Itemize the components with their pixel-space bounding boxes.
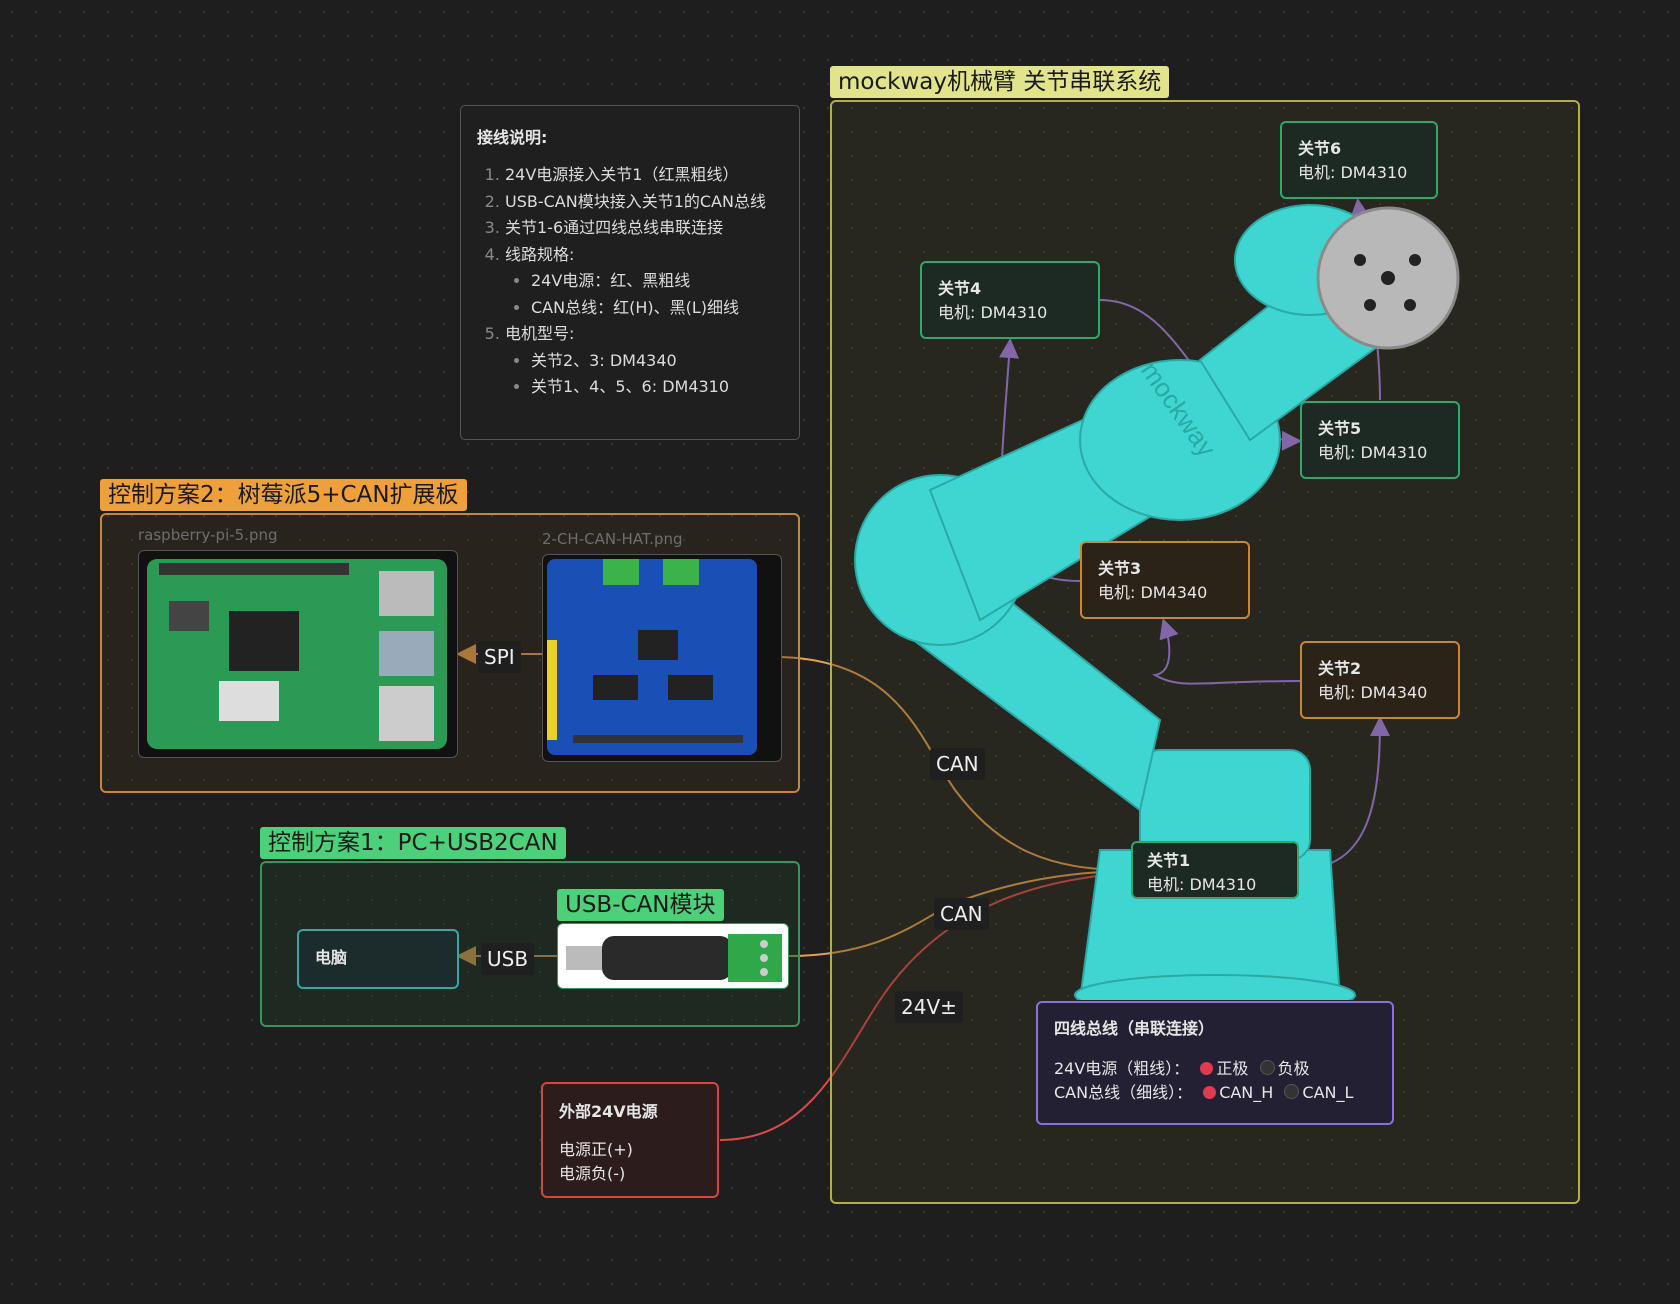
can-label-hat: CAN — [930, 748, 985, 780]
note-item: 关节1-6通过四线总线串联连接 — [505, 215, 783, 242]
joint-name: 关节5 — [1318, 419, 1362, 438]
note-item: USB-CAN模块接入关节1的CAN总线 — [505, 189, 783, 216]
note-item: 电机型号: 关节2、3: DM4340 关节1、4、5、6: DM4310 — [505, 321, 783, 401]
bus-title: 四线总线（串联连接） — [1054, 1019, 1215, 1038]
pc-group-title: 控制方案1：PC+USB2CAN — [260, 827, 566, 859]
joint-4-node[interactable]: 关节4 电机: DM4310 — [920, 261, 1100, 339]
joint-5-node[interactable]: 关节5 电机: DM4310 — [1300, 401, 1460, 479]
usbcan-title: USB-CAN模块 — [557, 889, 724, 921]
joint-motor: 电机: DM4310 — [1298, 163, 1408, 182]
negative-dot-icon — [1259, 1060, 1275, 1075]
joint-motor: 电机: DM4310 — [938, 303, 1048, 322]
can-l-dot-icon — [1284, 1084, 1300, 1099]
positive-dot-icon — [1200, 1062, 1214, 1075]
usb-label: USB — [481, 943, 535, 975]
can-h-dot-icon — [1203, 1086, 1217, 1099]
joint-motor: 电机: DM4310 — [1147, 875, 1257, 894]
joint-2-node[interactable]: 关节2 电机: DM4340 — [1300, 641, 1460, 719]
bus-row-can: CAN总线（细线）： CAN_H CAN_L — [1054, 1083, 1354, 1102]
joint-1-node[interactable]: 关节1 电机: DM4310 — [1131, 841, 1299, 899]
edge-hat-to-joint1 — [779, 656, 1132, 880]
joint-3-node[interactable]: 关节3 电机: DM4340 — [1080, 541, 1250, 619]
bus-legend: 四线总线（串联连接） 24V电源（粗线）： 正极 负极 CAN总线（细线）： C… — [1036, 1001, 1394, 1125]
can-hat-image — [542, 554, 782, 762]
can-label-usb: CAN — [934, 898, 989, 930]
notes-title: 接线说明: — [477, 128, 548, 147]
power-negative: 电源负(-) — [559, 1164, 626, 1183]
raspberry-pi-board-icon — [147, 559, 447, 749]
joint-name: 关节1 — [1147, 851, 1191, 870]
hat-image-caption: 2-CH-CAN-HAT.png — [542, 530, 683, 548]
bus-row-power: 24V电源（粗线）： 正极 负极 — [1054, 1059, 1310, 1078]
joint-name: 关节3 — [1098, 559, 1142, 578]
arm-group-title: mockway机械臂 关节串联系统 — [830, 66, 1170, 98]
joint-name: 关节6 — [1298, 139, 1342, 158]
joint-name: 关节4 — [938, 279, 982, 298]
note-subitem: 24V电源：红、黑粗线 — [531, 268, 783, 295]
can-hat-board-icon — [547, 559, 757, 755]
joint-motor: 电机: DM4340 — [1098, 583, 1208, 602]
spi-label: SPI — [478, 641, 521, 673]
notes-list: 24V电源接入关节1（红黑粗线） USB-CAN模块接入关节1的CAN总线 关节… — [477, 162, 783, 401]
joint-motor: 电机: DM4310 — [1318, 443, 1428, 462]
note-item: 24V电源接入关节1（红黑粗线） — [505, 162, 783, 189]
power-title: 外部24V电源 — [559, 1102, 658, 1121]
pc-label: 电脑 — [315, 948, 348, 967]
joint-6-node[interactable]: 关节6 电机: DM4310 — [1280, 121, 1438, 199]
power-24v-label: 24V± — [895, 991, 963, 1023]
edge-power-to-joint1 — [719, 864, 1132, 1141]
rpi-image-caption: raspberry-pi-5.png — [138, 526, 278, 544]
note-item: 线路规格: 24V电源：红、黑粗线 CAN总线：红(H)、黑(L)细线 — [505, 242, 783, 322]
wiring-notes: 接线说明: 24V电源接入关节1（红黑粗线） USB-CAN模块接入关节1的CA… — [460, 105, 800, 440]
note-subitem: CAN总线：红(H)、黑(L)细线 — [531, 295, 783, 322]
usb-dongle-icon — [566, 934, 782, 982]
joint-motor: 电机: DM4340 — [1318, 683, 1428, 702]
edge-joint2-to-joint3 — [1152, 618, 1301, 685]
usb-can-module-image — [557, 923, 789, 989]
joint-name: 关节2 — [1318, 659, 1362, 678]
note-subitem: 关节2、3: DM4340 — [531, 348, 783, 375]
robot-arm-image: mockway — [854, 204, 1460, 1000]
power-positive: 电源正(+) — [559, 1140, 633, 1159]
pc-node[interactable]: 电脑 — [297, 929, 459, 989]
note-subitem: 关节1、4、5、6: DM4310 — [531, 374, 783, 401]
rpi-group-title: 控制方案2：树莓派5+CAN扩展板 — [100, 479, 467, 511]
raspberry-pi-image — [138, 550, 458, 758]
external-power-node[interactable]: 外部24V电源 电源正(+) 电源负(-) — [541, 1082, 719, 1198]
